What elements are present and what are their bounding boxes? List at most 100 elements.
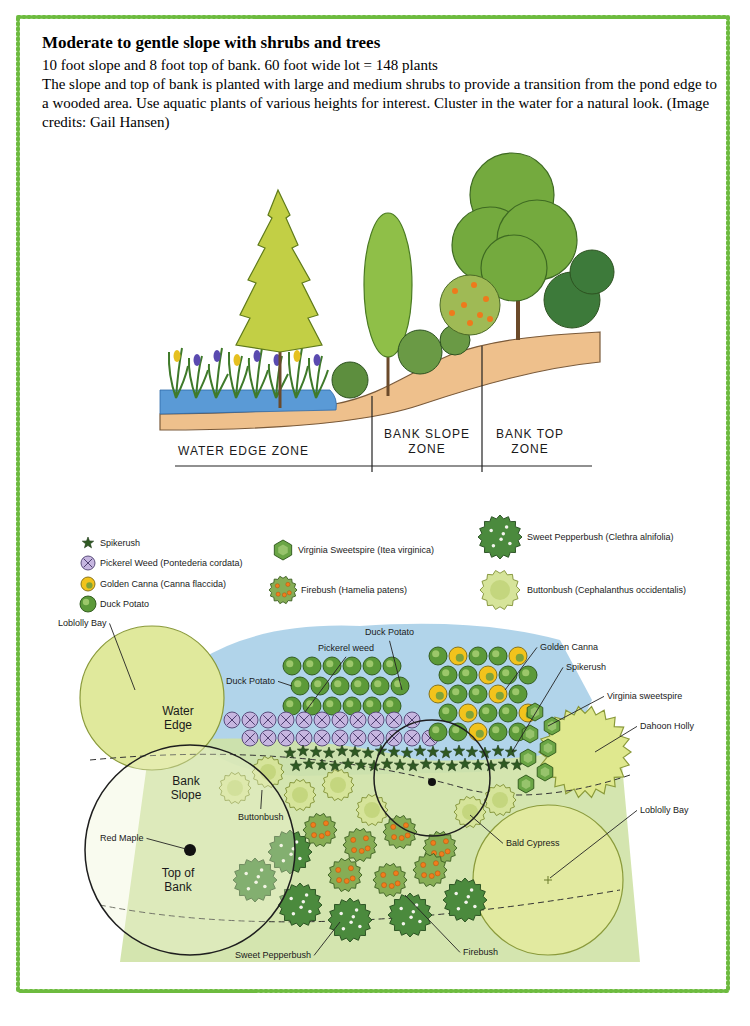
duck-potato-highlight: [452, 688, 459, 695]
plant-symbol: [316, 759, 327, 770]
pickerel-weed-cross: [335, 715, 345, 725]
firebush-flower: [393, 871, 398, 876]
plant-symbol: [310, 746, 321, 757]
plant-symbol: [303, 813, 337, 846]
firebush-flower: [365, 846, 370, 851]
shrub-flower: [487, 316, 493, 322]
shrub-flower: [452, 288, 458, 294]
legend-text: Buttonbush (Cephalanthus occidentalis): [527, 585, 686, 596]
plant-symbol: [322, 769, 354, 800]
plant-symbol: [224, 712, 240, 728]
duck-potato-symbol: [363, 657, 381, 675]
shrub: [398, 330, 442, 374]
duck-potato-symbol: [519, 666, 537, 684]
golden-canna-center: [496, 692, 504, 700]
zone-label: BANK TOP ZONE: [486, 427, 574, 457]
sweet-pepperbush-flower: [502, 532, 506, 536]
leader-line: [314, 922, 340, 955]
duck-potato-highlight: [374, 680, 381, 687]
duck-potato-highlight: [492, 726, 499, 733]
firebush-flower: [389, 883, 394, 888]
sweet-pepperbush-flower: [298, 857, 302, 861]
leader-line: [261, 790, 262, 809]
firebush-flower: [337, 878, 342, 883]
loblolly-bay-canopy: [473, 805, 623, 955]
legend-symbol: [480, 571, 520, 610]
pickerel-weed-cross: [281, 733, 291, 743]
sweet-pepperbush-flower: [473, 905, 477, 909]
plant-symbol: [420, 758, 431, 769]
pickerel-weed-symbol: [260, 730, 276, 746]
conifer-crown: [236, 190, 322, 352]
plant-label: Duck Potato: [365, 627, 414, 638]
firebush-flower: [431, 840, 436, 845]
plant-leaves: [229, 352, 248, 398]
bald-cypress-trunk: [428, 778, 436, 786]
plant-symbol: [351, 677, 369, 695]
firebush-symbol: [303, 813, 337, 846]
dahoon-holly-canopy: [539, 706, 631, 797]
plant-symbol: [440, 747, 451, 758]
spikerush-symbol: [349, 746, 360, 757]
pickerel-weed-symbol: [386, 730, 402, 746]
buttonbush-inner: [462, 804, 478, 820]
firebush-flower: [445, 849, 450, 854]
legend-text: Virginia Sweetspire (Itea virginica): [298, 545, 434, 556]
firebush-flower: [433, 861, 438, 866]
zone-divider: [371, 396, 372, 472]
plant-symbol: [291, 677, 309, 695]
page-border: [18, 17, 728, 991]
spikerush-symbol: [284, 747, 295, 758]
pickerel-weed-cross: [389, 715, 399, 725]
plant-symbol: [454, 796, 486, 827]
sweet-pepperbush-flower: [358, 925, 362, 929]
plant-symbol: [386, 730, 402, 746]
firebush-flower: [319, 833, 324, 838]
plant-symbol: [472, 759, 483, 770]
pickerel-weed-symbol: [296, 712, 312, 728]
sweet-pepperbush-symbol: [478, 515, 522, 559]
description: The slope and top of bank is planted wit…: [42, 75, 722, 132]
heading: Moderate to gentle slope with shrubs and…: [42, 33, 380, 53]
red-maple-canopy: [85, 745, 295, 955]
sweet-pepperbush-flower: [352, 915, 356, 919]
sweetspire-symbol: [518, 775, 534, 793]
plant-symbol: [449, 685, 467, 703]
buttonbush-symbol: [284, 779, 316, 810]
sweet-pepperbush-flower: [302, 900, 306, 904]
duck-potato-symbol: [489, 723, 507, 741]
plant-leaves: [169, 348, 188, 398]
sweetspire-symbol: [522, 725, 538, 743]
sweet-pepperbush-flower: [467, 895, 471, 899]
duck-potato-highlight: [366, 660, 373, 667]
plant-symbol: [242, 730, 258, 746]
spikerush-symbol: [388, 746, 399, 757]
plant-symbol: [284, 747, 295, 758]
duck-potato-highlight: [502, 669, 509, 676]
plant-label: Buttonbush: [238, 812, 284, 823]
plant-label: Bald Cypress: [506, 838, 560, 849]
shrub-flower: [449, 310, 455, 316]
buttonbush-symbol: [480, 571, 520, 610]
plant-symbol: [519, 666, 537, 684]
plant-symbol: [439, 704, 457, 722]
pickerel-weed-cross: [335, 733, 345, 743]
plant-flower: [294, 350, 301, 362]
plant-symbol: [350, 712, 366, 728]
pickerel-weed-cross: [353, 715, 363, 725]
plant-flower: [314, 354, 321, 366]
legend-text: Sweet Pepperbush (Clethra alnifolia): [527, 532, 674, 543]
plant-symbol: [518, 775, 534, 793]
duck-potato-highlight: [354, 680, 361, 687]
duck-potato-highlight: [512, 726, 519, 733]
plant-symbol: [540, 739, 556, 757]
duck-potato-highlight: [512, 688, 519, 695]
plant-symbol: [368, 712, 384, 728]
pickerel-weed-symbol: [242, 730, 258, 746]
leader-line: [505, 647, 537, 690]
sweet-pepperbush-flower: [349, 920, 353, 924]
plant-symbol: [368, 730, 384, 746]
plant-symbol: [404, 730, 420, 746]
golden-canna-center: [466, 711, 474, 719]
sweet-pepperbush-flower: [454, 892, 458, 896]
